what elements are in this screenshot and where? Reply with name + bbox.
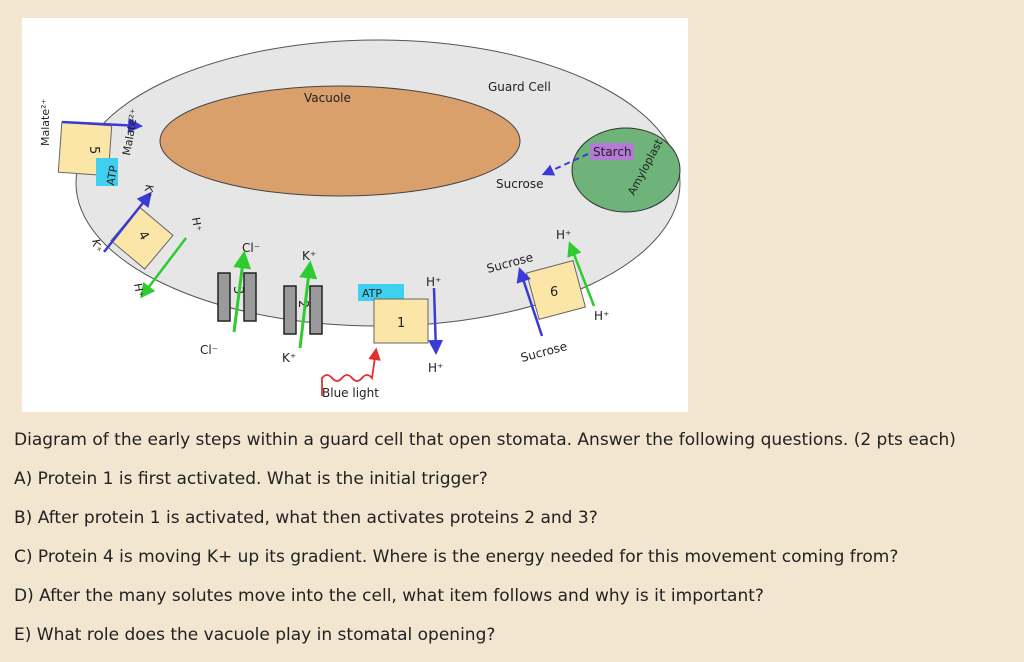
question-b: B) After protein 1 is activated, what th… <box>14 508 598 528</box>
guard-cell-label: Guard Cell <box>488 80 551 94</box>
sucrose-bottom-label: Sucrose <box>519 339 568 365</box>
h-top-6-label: H⁺ <box>556 228 571 242</box>
atp-1-label: ATP <box>362 287 382 300</box>
sucrose-inner-label: Sucrose <box>496 177 543 191</box>
vacuole <box>159 85 521 197</box>
malate-outside-label: Malate²⁺ <box>39 98 52 146</box>
k-channel-arrow <box>298 260 318 349</box>
atp-5-badge <box>96 158 118 186</box>
starch-box <box>590 143 634 160</box>
h-symport-arrow <box>567 241 596 307</box>
question-e: E) What role does the vacuole play in st… <box>14 625 496 645</box>
cl-top-label: Cl⁻ <box>242 241 260 255</box>
k-left-4-label: K⁺ <box>89 238 104 253</box>
blue-light-label: Blue light <box>322 386 379 400</box>
protein-3-label: 3 <box>230 286 245 294</box>
k-top-4-label: K⁺ <box>141 183 156 198</box>
protein-5-label: 5 <box>86 146 101 154</box>
malate-arrow <box>61 117 143 133</box>
k-antiport-arrow <box>103 191 152 253</box>
protein-6-box <box>525 259 587 321</box>
question-a: A) Protein 1 is first activated. What is… <box>14 469 488 489</box>
h-right-6-label: H⁺ <box>594 309 609 323</box>
protein-1-box <box>373 298 429 344</box>
protein-2-left <box>283 285 297 335</box>
h-antiport-arrow <box>140 237 187 299</box>
h-right-4-label: H⁺ <box>189 216 204 232</box>
atp-5-label: ATP <box>104 164 120 186</box>
sucrose-import-arrow <box>516 267 544 337</box>
starch-label: Starch <box>593 145 632 159</box>
h-bottom-1-label: H⁺ <box>428 361 443 375</box>
question-intro: Diagram of the early steps within a guar… <box>14 430 956 450</box>
guard-cell-diagram: Guard Cell Vacuole Starch Amyloplast Suc… <box>22 18 688 412</box>
vacuole-label: Vacuole <box>304 91 351 105</box>
protein-6-label: 6 <box>550 285 558 300</box>
diagram-svg: Guard Cell Vacuole Starch Amyloplast Suc… <box>39 39 681 400</box>
cl-bottom-label: Cl⁻ <box>200 343 218 357</box>
protein-3-left <box>217 272 231 322</box>
question-list: Diagram of the early steps within a guar… <box>14 428 1019 662</box>
amyloplast <box>571 127 681 213</box>
blue-light-wave <box>321 347 381 396</box>
question-c: C) Protein 4 is moving K+ up its gradien… <box>14 547 899 567</box>
protein-3-right <box>243 272 257 322</box>
h-left-4-label: H⁺ <box>131 282 146 298</box>
k-top-2-label: K⁺ <box>302 249 316 263</box>
protein-2-right <box>309 285 323 335</box>
h-top-1-label: H⁺ <box>426 275 441 289</box>
starch-to-sucrose-arrow <box>541 153 589 176</box>
protein-1-label: 1 <box>397 316 405 331</box>
cl-arrow <box>232 250 252 333</box>
h-pump-arrow <box>428 287 444 355</box>
atp-1-badge <box>358 284 404 301</box>
protein-2-label: 2 <box>295 300 310 308</box>
k-bottom-2-label: K⁺ <box>282 351 296 365</box>
question-d: D) After the many solutes move into the … <box>14 586 764 606</box>
